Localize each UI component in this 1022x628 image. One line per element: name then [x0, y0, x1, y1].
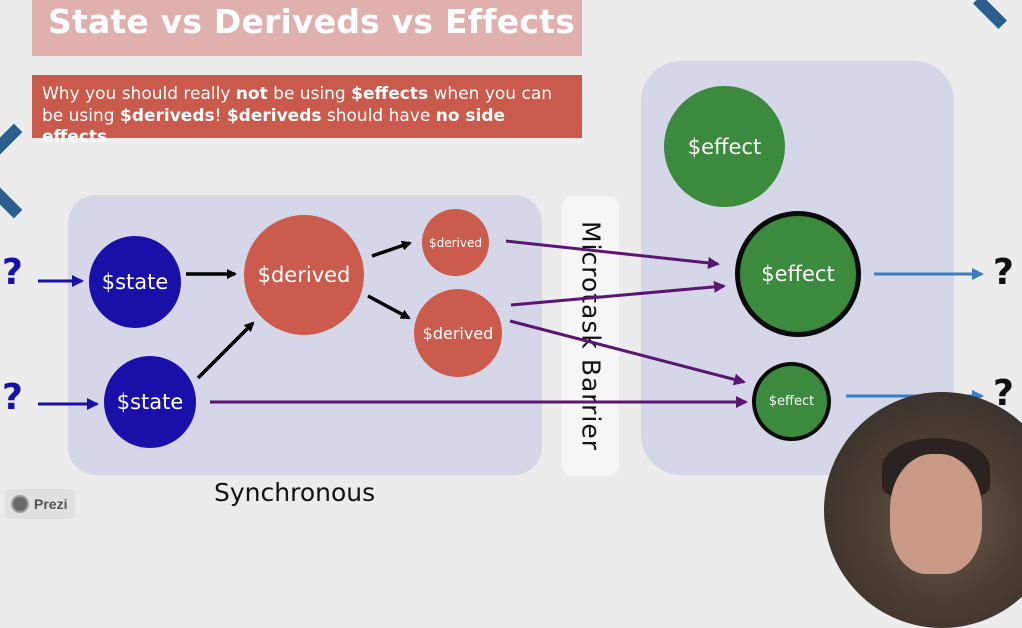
state-node: $state	[89, 236, 181, 328]
output-question-mark: ?	[993, 252, 1014, 293]
prezi-badge[interactable]: Prezi	[5, 489, 75, 519]
input-question-mark: ?	[2, 252, 23, 293]
subtitle-emphasis: $deriveds	[226, 105, 322, 126]
edge-derived-to-derived-bottom	[367, 294, 411, 320]
subtitle-text: when you can be using	[42, 84, 553, 126]
effect-node-big: $effect	[735, 211, 861, 337]
subtitle-emphasis: $effects	[351, 84, 429, 104]
derived-node-main: $derived	[244, 215, 364, 335]
subtitle-text: should have	[321, 105, 436, 126]
edge-derived-bottom-to-effect-big	[510, 280, 726, 307]
prezi-logo-icon	[11, 495, 29, 513]
effect-node-small: $effect	[752, 362, 831, 441]
subtitle-emphasis: $deriveds	[119, 105, 215, 126]
title-bar: State vs Deriveds vs Effects	[32, 0, 582, 56]
edge-derived-bottom-to-effect-small	[509, 319, 746, 386]
subtitle-emphasis: not	[235, 84, 268, 104]
presenter-face	[890, 454, 982, 574]
output-question-mark: ?	[993, 373, 1014, 414]
subtitle-text: be using	[267, 84, 352, 104]
state-node: $state	[104, 356, 196, 448]
prezi-label: Prezi	[34, 496, 68, 512]
derived-node-top: $derived	[422, 209, 489, 276]
edge-derived-to-derived-top	[371, 240, 412, 258]
slide-title: State vs Deriveds vs Effects	[48, 2, 575, 41]
input-question-mark: ?	[2, 377, 23, 418]
effect-node-top: $effect	[664, 86, 785, 207]
derived-node-bottom: $derived	[414, 289, 502, 377]
edge-derived-top-to-effect-big	[505, 239, 720, 269]
subtitle-text: !	[214, 105, 227, 126]
subtitle-box: Why you should really not be using $effe…	[32, 75, 582, 147]
edges-layer	[38, 239, 984, 410]
subtitle-text: Why you should really	[42, 84, 236, 104]
synchronous-label: Synchronous	[214, 478, 376, 507]
edge-state2-to-derived	[196, 321, 255, 380]
subtitle-emphasis: no side effects	[42, 105, 506, 148]
